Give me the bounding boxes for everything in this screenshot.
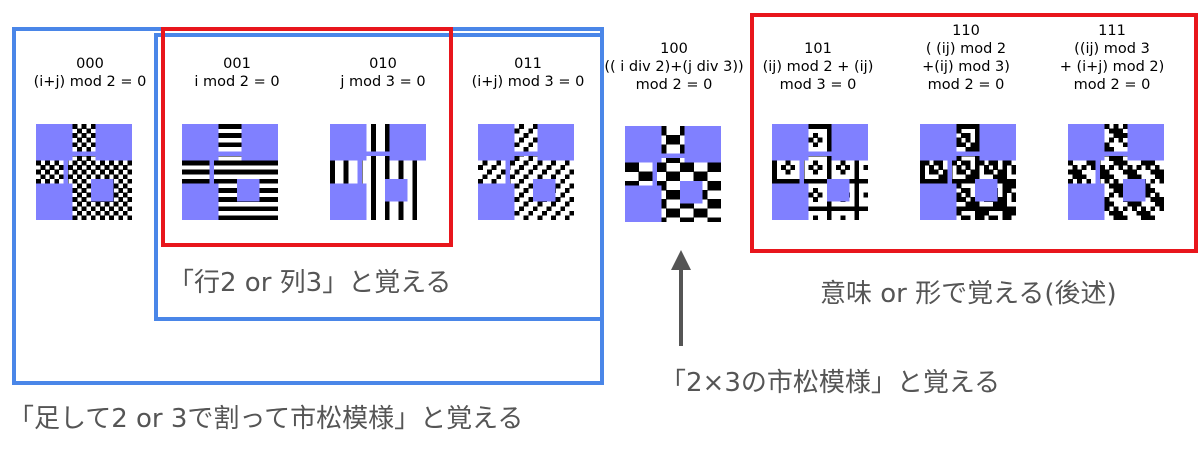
timing-row <box>1104 151 1128 156</box>
mask-label-111: 111 ((ij) mod 3 + (i+j) mod 2) mod 2 = 0 <box>1022 22 1200 94</box>
finder-top-left <box>625 126 662 163</box>
mask-pattern-111 <box>1068 124 1164 220</box>
mask-label-000: 000 (i+j) mod 2 = 0 <box>0 55 180 91</box>
timing-row <box>366 151 390 156</box>
finder-top-right <box>1127 124 1164 161</box>
timing-row <box>808 151 832 156</box>
finder-bottom-left <box>36 183 73 220</box>
mask-label-011: 011 (i+j) mod 3 = 0 <box>438 55 618 91</box>
mask-code: 011 <box>514 56 542 72</box>
mask-code: 000 <box>76 56 104 72</box>
mask-formula: ( (ij) mod 2 +(ij) mod 3) mod 2 = 0 <box>922 41 1010 93</box>
mask-code: 111 <box>1098 23 1126 39</box>
finder-bottom-left <box>478 183 515 220</box>
mask-pattern-101 <box>772 124 868 220</box>
timing-col <box>357 160 362 184</box>
timing-col <box>652 162 657 186</box>
finder-top-right <box>389 124 426 161</box>
mask-formula: (i+j) mod 2 = 0 <box>33 74 147 90</box>
caption-checker: 「2×3の市松模様」と覚える <box>660 368 1001 398</box>
mask-pattern-110 <box>920 124 1016 220</box>
timing-row <box>514 151 538 156</box>
mask-label-110: 110 ( (ij) mod 2 +(ij) mod 3) mod 2 = 0 <box>876 22 1056 94</box>
finder-top-right <box>684 126 721 163</box>
mask-formula: j mod 3 = 0 <box>340 74 426 90</box>
alignment-pattern <box>679 180 703 204</box>
finder-top-left <box>1068 124 1105 161</box>
mask-code: 110 <box>952 23 980 39</box>
timing-col <box>799 160 804 184</box>
caption-sum: 「足して2 or 3で割って市松模様」と覚える <box>8 404 524 434</box>
finder-top-left <box>920 124 957 161</box>
mask-pattern-001 <box>182 124 278 220</box>
frame-meaning <box>750 13 1198 253</box>
caption-meaning: 意味 or 形で覚える(後述) <box>820 279 1117 309</box>
finder-top-left <box>478 124 515 161</box>
timing-row <box>956 151 980 156</box>
mask-code: 010 <box>369 56 397 72</box>
finder-bottom-left <box>625 185 662 222</box>
finder-top-right <box>831 124 868 161</box>
finder-top-left <box>772 124 809 161</box>
mask-label-001: 001 i mod 2 = 0 <box>147 55 327 91</box>
up-arrow-icon <box>671 250 691 346</box>
timing-col <box>63 160 68 184</box>
alignment-pattern <box>90 178 114 202</box>
finder-top-right <box>95 124 132 161</box>
mask-pattern-100 <box>625 126 721 222</box>
mask-label-100: 100 (( i div 2)+(j div 3)) mod 2 = 0 <box>584 40 764 94</box>
alignment-pattern <box>532 178 556 202</box>
mask-label-101: 101 (ij) mod 2 + (ij) mod 3 = 0 <box>728 40 908 94</box>
finder-top-left <box>36 124 73 161</box>
frame-011 <box>462 33 604 321</box>
mask-pattern-010 <box>330 124 426 220</box>
alignment-pattern <box>974 178 998 202</box>
alignment-pattern <box>236 178 260 202</box>
finder-bottom-left <box>772 183 809 220</box>
finder-top-left <box>330 124 367 161</box>
finder-bottom-left <box>182 183 219 220</box>
alignment-pattern <box>1122 178 1146 202</box>
caption-row-col: 「行2 or 列3」と覚える <box>168 268 452 298</box>
finder-bottom-left <box>920 183 957 220</box>
mask-formula: (ij) mod 2 + (ij) mod 3 = 0 <box>762 59 874 93</box>
timing-col <box>1095 160 1100 184</box>
mask-code: 001 <box>223 56 251 72</box>
timing-row <box>218 151 242 156</box>
frame-row-col <box>161 27 453 247</box>
mask-formula: ((ij) mod 3 + (i+j) mod 2) mod 2 = 0 <box>1059 41 1165 93</box>
timing-col <box>947 160 952 184</box>
mask-label-010: 010 j mod 3 = 0 <box>293 55 473 91</box>
finder-bottom-left <box>330 183 367 220</box>
finder-top-right <box>537 124 574 161</box>
finder-top-right <box>979 124 1016 161</box>
mask-formula: i mod 2 = 0 <box>194 74 280 90</box>
mask-formula: (i+j) mod 3 = 0 <box>471 74 585 90</box>
mask-pattern-000 <box>36 124 132 220</box>
mask-pattern-011 <box>478 124 574 220</box>
mask-code: 101 <box>804 41 832 57</box>
timing-row <box>72 151 96 156</box>
finder-top-right <box>241 124 278 161</box>
timing-row <box>661 153 685 158</box>
alignment-pattern <box>826 178 850 202</box>
mask-formula: (( i div 2)+(j div 3)) mod 2 = 0 <box>604 59 744 93</box>
finder-bottom-left <box>1068 183 1105 220</box>
alignment-pattern <box>384 178 408 202</box>
timing-col <box>209 160 214 184</box>
timing-col <box>505 160 510 184</box>
mask-code: 100 <box>660 41 688 57</box>
finder-top-left <box>182 124 219 161</box>
